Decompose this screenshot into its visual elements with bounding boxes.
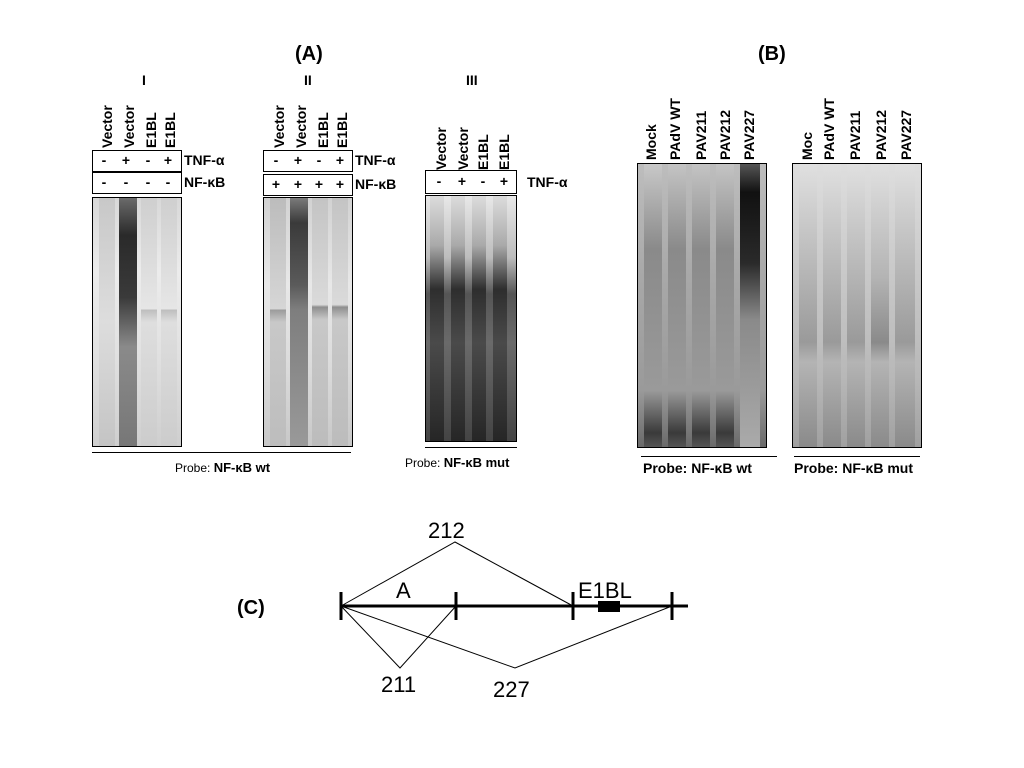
- probe-wt-rule: [92, 452, 351, 453]
- gel-iii-tnf-2: +: [457, 173, 467, 189]
- probe-b-wt-caption: Probe: NF-κB wt: [643, 460, 752, 476]
- region-a-label: A: [396, 578, 411, 603]
- gel-i-tnf-1: -: [101, 152, 107, 168]
- probe-mut-caption-a: Probe: NF-κB mut: [405, 455, 509, 470]
- panel-b-label: (B): [758, 43, 786, 65]
- gel-ii-tnf-row: [263, 150, 353, 172]
- gel-ii-image: [263, 197, 353, 447]
- gel-iii-label: III: [466, 72, 478, 88]
- gel-i-nfkb-1: -: [101, 174, 107, 190]
- gel-b-wt-image: [637, 163, 767, 448]
- probe-wt-prefix: Probe:: [175, 461, 214, 475]
- probe-b-mut-caption: Probe: NF-κB mut: [794, 460, 914, 476]
- gel-i-nfkb-label: NF-κB: [184, 174, 226, 190]
- panel-a-label: (A): [295, 43, 323, 65]
- panel-c-label: (C): [237, 597, 265, 619]
- gel-ii-nfkb-3: +: [314, 176, 324, 192]
- probe-b-wt-rule: [641, 456, 777, 457]
- gel-iii-tnf-4: +: [499, 173, 509, 189]
- gel-ii-nfkb-2: +: [293, 176, 303, 192]
- gel-ii-nfkb-1: +: [271, 176, 281, 192]
- gel-iii-tnf-row: [425, 170, 517, 194]
- gel-iii-tnf-1: -: [436, 173, 442, 189]
- gel-i-nfkb-3: -: [145, 174, 151, 190]
- gel-i-tnf-3: -: [145, 152, 151, 168]
- deletion-211-line: [340, 605, 457, 669]
- gel-ii-tnf-1: -: [273, 152, 279, 168]
- gel-i-nfkb-4: -: [165, 174, 171, 190]
- gel-i-tnf-row: [92, 150, 182, 172]
- mutant-227-label: 227: [493, 677, 530, 702]
- gel-i-label: I: [142, 72, 146, 88]
- gel-iii-tnf-3: -: [480, 173, 486, 189]
- probe-b-mut-rule: [794, 456, 920, 457]
- gel-i-tnf-2: +: [121, 152, 131, 168]
- deletion-227-line: [340, 605, 673, 669]
- gel-i-image: [92, 197, 182, 447]
- gel-i-nfkb-2: -: [123, 174, 129, 190]
- gel-ii-label: II: [304, 72, 312, 88]
- gel-i-nfkb-row: [92, 172, 182, 194]
- e1bl-box: [598, 601, 620, 612]
- gel-ii-tnf-4: +: [335, 152, 345, 168]
- gel-ii-tnf-2: +: [293, 152, 303, 168]
- probe-mut-rule-a: [425, 447, 517, 448]
- probe-wt-name: NF-κB wt: [213, 460, 271, 475]
- gel-iii-image: [425, 195, 517, 442]
- gel-ii-tnf-label: TNF-α: [355, 152, 396, 168]
- gel-ii-nfkb-row: [263, 174, 353, 196]
- mutant-212-label: 212: [428, 518, 465, 543]
- gel-ii-tnf-3: -: [316, 152, 322, 168]
- deletion-212-line: [340, 541, 574, 607]
- probe-mut-name: NF-κB mut: [443, 455, 510, 470]
- gel-iii-tnf-label: TNF-α: [527, 174, 568, 190]
- region-e1bl-label: E1BL: [578, 578, 632, 603]
- probe-mut-prefix: Probe:: [405, 456, 444, 470]
- probe-wt-caption: Probe: NF-κB wt: [175, 460, 270, 475]
- gel-i-tnf-4: +: [163, 152, 173, 168]
- gel-ii-nfkb-label: NF-κB: [355, 176, 397, 192]
- mutant-211-label: 211: [381, 672, 417, 697]
- gel-ii-nfkb-4: +: [335, 176, 345, 192]
- gel-b-mut-image: [792, 163, 922, 448]
- gel-i-tnf-label: TNF-α: [184, 152, 225, 168]
